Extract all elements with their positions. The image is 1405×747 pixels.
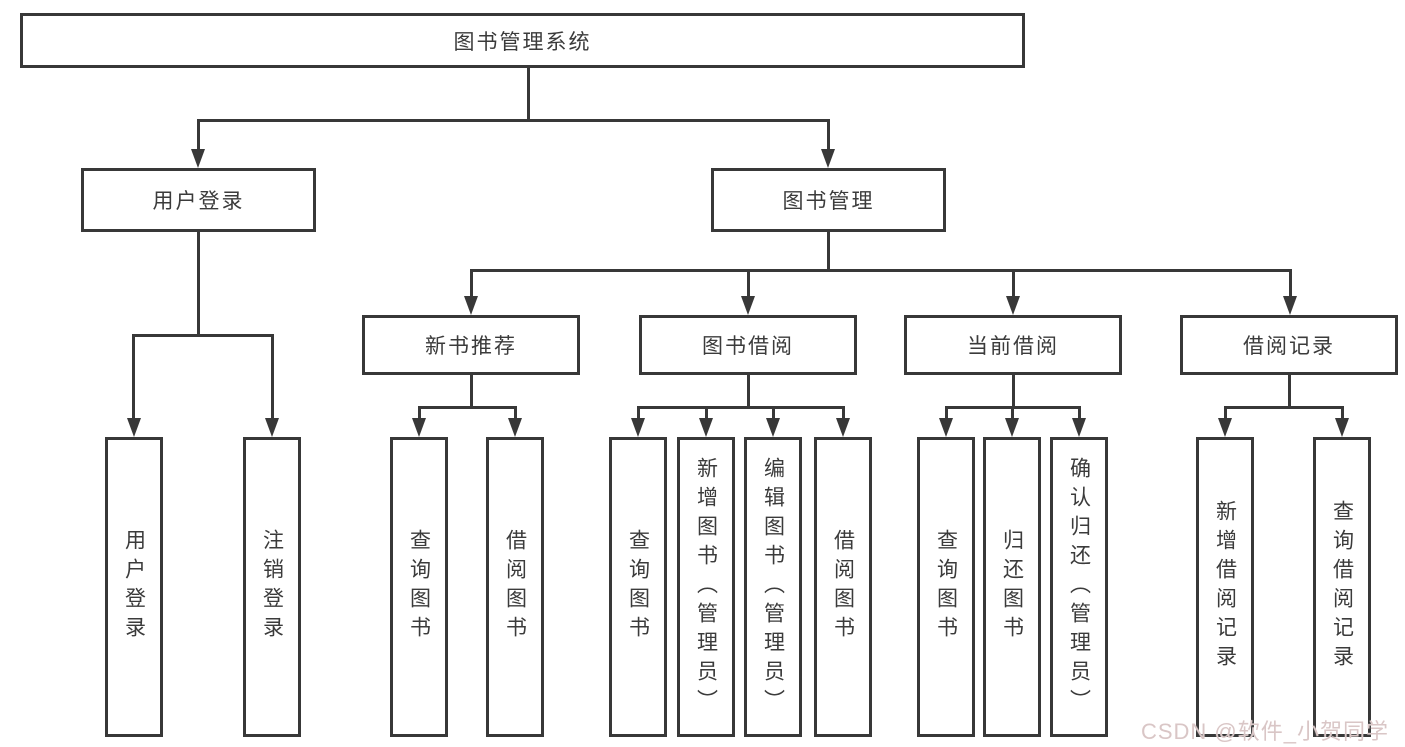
leaf-add-book-admin: 新增图书（管理员） xyxy=(677,437,735,737)
node-current-borrowing: 当前借阅 xyxy=(904,315,1122,375)
connector-line xyxy=(197,119,200,151)
connector-line xyxy=(271,334,274,420)
arrow-down-icon xyxy=(464,296,478,315)
connector-line xyxy=(747,373,750,409)
arrow-down-icon xyxy=(699,418,713,437)
connector-line xyxy=(637,406,845,409)
arrow-down-icon xyxy=(191,149,205,168)
connector-line xyxy=(418,406,421,420)
leaf-logout: 注销登录 xyxy=(243,437,301,737)
arrow-down-icon xyxy=(1218,418,1232,437)
arrow-down-icon xyxy=(1283,296,1297,315)
leaf-edit-book-admin: 编辑图书（管理员） xyxy=(744,437,802,737)
leaf-query-books-current: 查询图书 xyxy=(917,437,975,737)
connector-line xyxy=(197,119,830,122)
connector-line xyxy=(1224,406,1344,409)
connector-line xyxy=(514,406,517,420)
connector-line xyxy=(842,406,845,420)
arrow-down-icon xyxy=(631,418,645,437)
arrow-down-icon xyxy=(508,418,522,437)
node-library-system: 图书管理系统 xyxy=(20,13,1025,68)
arrow-down-icon xyxy=(939,418,953,437)
connector-line xyxy=(1012,269,1015,298)
connector-line xyxy=(1078,406,1081,420)
connector-line xyxy=(1011,406,1014,420)
connector-line xyxy=(197,230,200,336)
arrow-down-icon xyxy=(741,296,755,315)
node-new-book-recommend: 新书推荐 xyxy=(362,315,580,375)
connector-line xyxy=(1341,406,1344,420)
arrow-down-icon xyxy=(265,418,279,437)
connector-line xyxy=(772,406,775,420)
connector-line xyxy=(132,334,135,420)
leaf-user-login: 用户登录 xyxy=(105,437,163,737)
leaf-borrow-books-recommend: 借阅图书 xyxy=(486,437,544,737)
connector-line xyxy=(418,406,517,409)
arrow-down-icon xyxy=(127,418,141,437)
connector-line xyxy=(705,406,708,420)
leaf-add-borrow-record: 新增借阅记录 xyxy=(1196,437,1254,737)
watermark-text: CSDN @软件_小贺同学 xyxy=(1140,719,1389,744)
arrow-down-icon xyxy=(1005,418,1019,437)
leaf-query-books-borrowing: 查询图书 xyxy=(609,437,667,737)
connector-line xyxy=(747,269,750,298)
leaf-borrow-books-borrowing: 借阅图书 xyxy=(814,437,872,737)
arrow-down-icon xyxy=(1335,418,1349,437)
arrow-down-icon xyxy=(836,418,850,437)
leaf-query-borrow-record: 查询借阅记录 xyxy=(1313,437,1371,737)
arrow-down-icon xyxy=(766,418,780,437)
leaf-query-books-recommend: 查询图书 xyxy=(390,437,448,737)
connector-line xyxy=(1288,373,1291,409)
arrow-down-icon xyxy=(412,418,426,437)
connector-line xyxy=(470,269,1292,272)
connector-line xyxy=(827,119,830,151)
connector-line xyxy=(527,68,530,121)
connector-line xyxy=(1012,373,1015,409)
node-user-login: 用户登录 xyxy=(81,168,316,232)
leaf-return-books: 归还图书 xyxy=(983,437,1041,737)
connector-line xyxy=(132,334,274,337)
connector-line xyxy=(470,269,473,298)
connector-line xyxy=(1289,269,1292,298)
arrow-down-icon xyxy=(821,149,835,168)
connector-line xyxy=(827,230,830,271)
arrow-down-icon xyxy=(1072,418,1086,437)
connector-line xyxy=(1224,406,1227,420)
node-borrowing-records: 借阅记录 xyxy=(1180,315,1398,375)
arrow-down-icon xyxy=(1006,296,1020,315)
leaf-confirm-return-admin: 确认归还（管理员） xyxy=(1050,437,1108,737)
connector-line xyxy=(945,406,948,420)
node-book-management: 图书管理 xyxy=(711,168,946,232)
node-book-borrowing: 图书借阅 xyxy=(639,315,857,375)
connector-line xyxy=(470,373,473,409)
connector-line xyxy=(637,406,640,420)
